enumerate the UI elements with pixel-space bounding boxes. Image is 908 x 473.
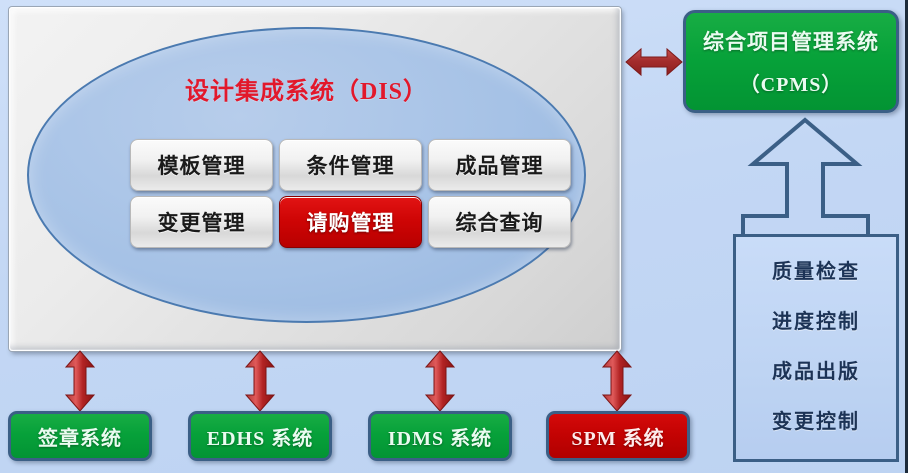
module-comprehensive-query[interactable]: 综合查询 bbox=[428, 196, 571, 248]
module-condition-management[interactable]: 条件管理 bbox=[279, 139, 422, 191]
quality-item-change-control: 变更控制 bbox=[772, 411, 860, 433]
module-product-management[interactable]: 成品管理 bbox=[428, 139, 571, 191]
system-box-spm[interactable]: SPM 系统 bbox=[546, 411, 690, 461]
vertical-double-arrow-icon-1 bbox=[64, 350, 96, 412]
vertical-double-arrow-icon-3 bbox=[424, 350, 456, 412]
module-requisition-management[interactable]: 请购管理 bbox=[279, 196, 422, 248]
horizontal-double-arrow-icon bbox=[624, 46, 684, 78]
vertical-double-arrow-icon-4 bbox=[601, 350, 633, 412]
dis-panel: 设计集成系统（DIS） 模板管理 条件管理 成品管理 变更管理 请购管理 综合查… bbox=[9, 7, 621, 351]
system-box-idms[interactable]: IDMS 系统 bbox=[368, 411, 512, 461]
outline-up-arrow-icon bbox=[735, 116, 875, 241]
dis-title: 设计集成系统（DIS） bbox=[184, 79, 429, 105]
dis-module-grid: 模板管理 条件管理 成品管理 变更管理 请购管理 综合查询 bbox=[128, 137, 573, 251]
cpms-title-line1: 综合项目管理系统 bbox=[703, 30, 879, 54]
system-box-edhs[interactable]: EDHS 系统 bbox=[188, 411, 332, 461]
quality-item-schedule-control: 进度控制 bbox=[772, 311, 860, 333]
cpms-box[interactable]: 综合项目管理系统 （CPMS） bbox=[683, 10, 899, 113]
module-change-management[interactable]: 变更管理 bbox=[130, 196, 273, 248]
system-box-signature[interactable]: 签章系统 bbox=[8, 411, 152, 461]
module-template-management[interactable]: 模板管理 bbox=[130, 139, 273, 191]
dis-ellipse: 设计集成系统（DIS） 模板管理 条件管理 成品管理 变更管理 请购管理 综合查… bbox=[27, 27, 586, 323]
quality-item-product-publishing: 成品出版 bbox=[772, 361, 860, 383]
quality-functions-box: 质量检查 进度控制 成品出版 变更控制 bbox=[733, 234, 899, 462]
vertical-double-arrow-icon-2 bbox=[244, 350, 276, 412]
quality-item-inspection: 质量检查 bbox=[772, 261, 860, 283]
cpms-title-line2: （CPMS） bbox=[739, 74, 843, 96]
